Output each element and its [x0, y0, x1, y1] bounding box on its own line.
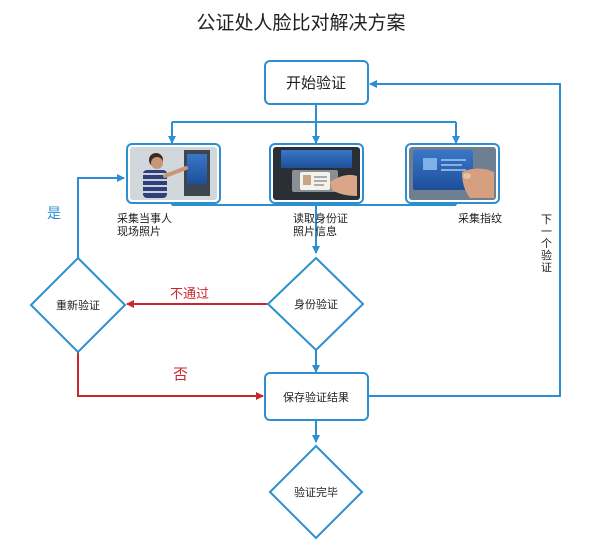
node-idcard-label-line2: 照片信息: [293, 224, 337, 238]
red-connectors: [77, 300, 268, 400]
edge-label-yes: 是: [47, 206, 61, 222]
person-at-kiosk-icon: [130, 147, 217, 200]
node-photo-label-line1: 采集当事人: [117, 211, 172, 225]
node-save-result: 保存验证结果: [264, 372, 369, 421]
edge-label-next-char-4: 验: [541, 248, 552, 262]
edge-label-no: 否: [173, 365, 188, 383]
edge-reverify-to-photo: [77, 174, 125, 258]
node-identity-check-label: 身份验证: [294, 297, 338, 311]
node-identity-check: 身份验证: [266, 256, 365, 352]
node-idcard-label-line1: 读取身份证: [293, 211, 348, 225]
edge-reverify-no-to-save: [77, 352, 264, 400]
id-card-reader-icon: [273, 147, 360, 200]
node-idcard: [269, 143, 364, 204]
edge-label-next-char-1: 下: [541, 213, 552, 226]
edge-label-next-char-2: 一: [541, 225, 552, 238]
node-done: 验证完毕: [268, 444, 364, 540]
node-start: 开始验证: [264, 60, 369, 105]
edge-label-next-char-3: 个: [541, 237, 552, 250]
fingerprint-scanner-icon: [409, 147, 496, 200]
edge-label-next-verification: 下 一 个 验 证: [541, 213, 552, 274]
node-start-label: 开始验证: [286, 74, 346, 92]
node-photo-label-line2: 现场照片: [117, 224, 161, 238]
edge-label-next-char-5: 证: [541, 261, 552, 274]
node-fingerprint-label: 采集指纹: [458, 211, 502, 225]
node-reverify: 重新验证: [29, 256, 127, 354]
blue-connectors: [77, 80, 561, 443]
edge-label-fail: 不通过: [170, 287, 209, 302]
node-photo: [126, 143, 221, 204]
edge-save-to-start-loop: [368, 80, 561, 397]
node-fingerprint: [405, 143, 500, 204]
node-done-label: 验证完毕: [294, 485, 338, 499]
node-reverify-label: 重新验证: [56, 298, 100, 312]
node-save-result-label: 保存验证结果: [283, 390, 349, 404]
diagram-title: 公证处人脸比对解决方案: [196, 12, 405, 34]
